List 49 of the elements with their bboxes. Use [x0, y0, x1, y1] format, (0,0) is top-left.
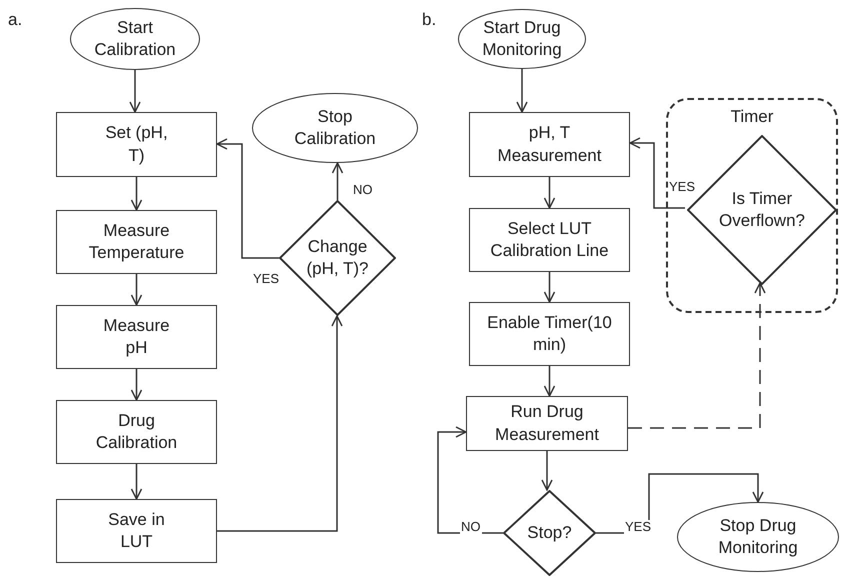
arrow [129, 70, 141, 113]
arrow [332, 162, 344, 200]
node-label: Stop? [526, 522, 573, 544]
arrow [130, 464, 142, 500]
arrow [516, 69, 528, 113]
dashed-group-container [666, 98, 838, 313]
arrow [130, 274, 142, 306]
process-box [466, 396, 628, 451]
arrow [130, 177, 142, 211]
process-box [56, 112, 217, 177]
edge-label: NO [352, 183, 374, 198]
arrow [628, 282, 766, 429]
arrow [629, 137, 685, 209]
panel-label: b. [422, 10, 436, 30]
process-box [469, 302, 630, 366]
process-box [469, 112, 630, 177]
arrow [544, 177, 556, 209]
node-label: Stop Drug Monitoring [717, 514, 799, 559]
panel-label: a. [8, 10, 22, 30]
node-label: Change (pH, T)? [305, 236, 370, 280]
edge-label: YES [252, 272, 280, 286]
arrow [541, 451, 553, 491]
node-label: pH, T Measurement [496, 122, 602, 166]
process-box [56, 499, 217, 563]
node-label: Set (pH, T) [104, 122, 169, 166]
process-box [56, 400, 217, 464]
group-heading: Timer [730, 106, 774, 128]
node-label: Measure pH [102, 314, 171, 359]
edge-label: NO [460, 520, 482, 534]
arrow [544, 366, 556, 397]
node-label: Save in LUT [107, 508, 166, 553]
node-label: Is Timer Overflown? [718, 188, 806, 232]
arrow [216, 138, 279, 259]
node-label: Measure Temperature [88, 220, 186, 264]
node-label: Drug Calibration [94, 410, 178, 454]
arrow [217, 315, 343, 532]
node-label: Select LUT Calibration Line [489, 218, 610, 262]
process-box [56, 210, 217, 274]
node-label: Start Drug Monitoring [481, 16, 563, 61]
arrow [130, 369, 142, 401]
arrow [437, 426, 503, 534]
node-label: Start Calibration [93, 16, 177, 61]
node-label: Stop Calibration [293, 106, 377, 150]
arrow [544, 272, 556, 303]
node-label: Enable Timer(10 min) [486, 312, 613, 356]
edge-label: YES [624, 520, 652, 534]
process-box [469, 208, 630, 272]
process-box [56, 305, 217, 369]
node-label: Run Drug Measurement [494, 401, 600, 446]
